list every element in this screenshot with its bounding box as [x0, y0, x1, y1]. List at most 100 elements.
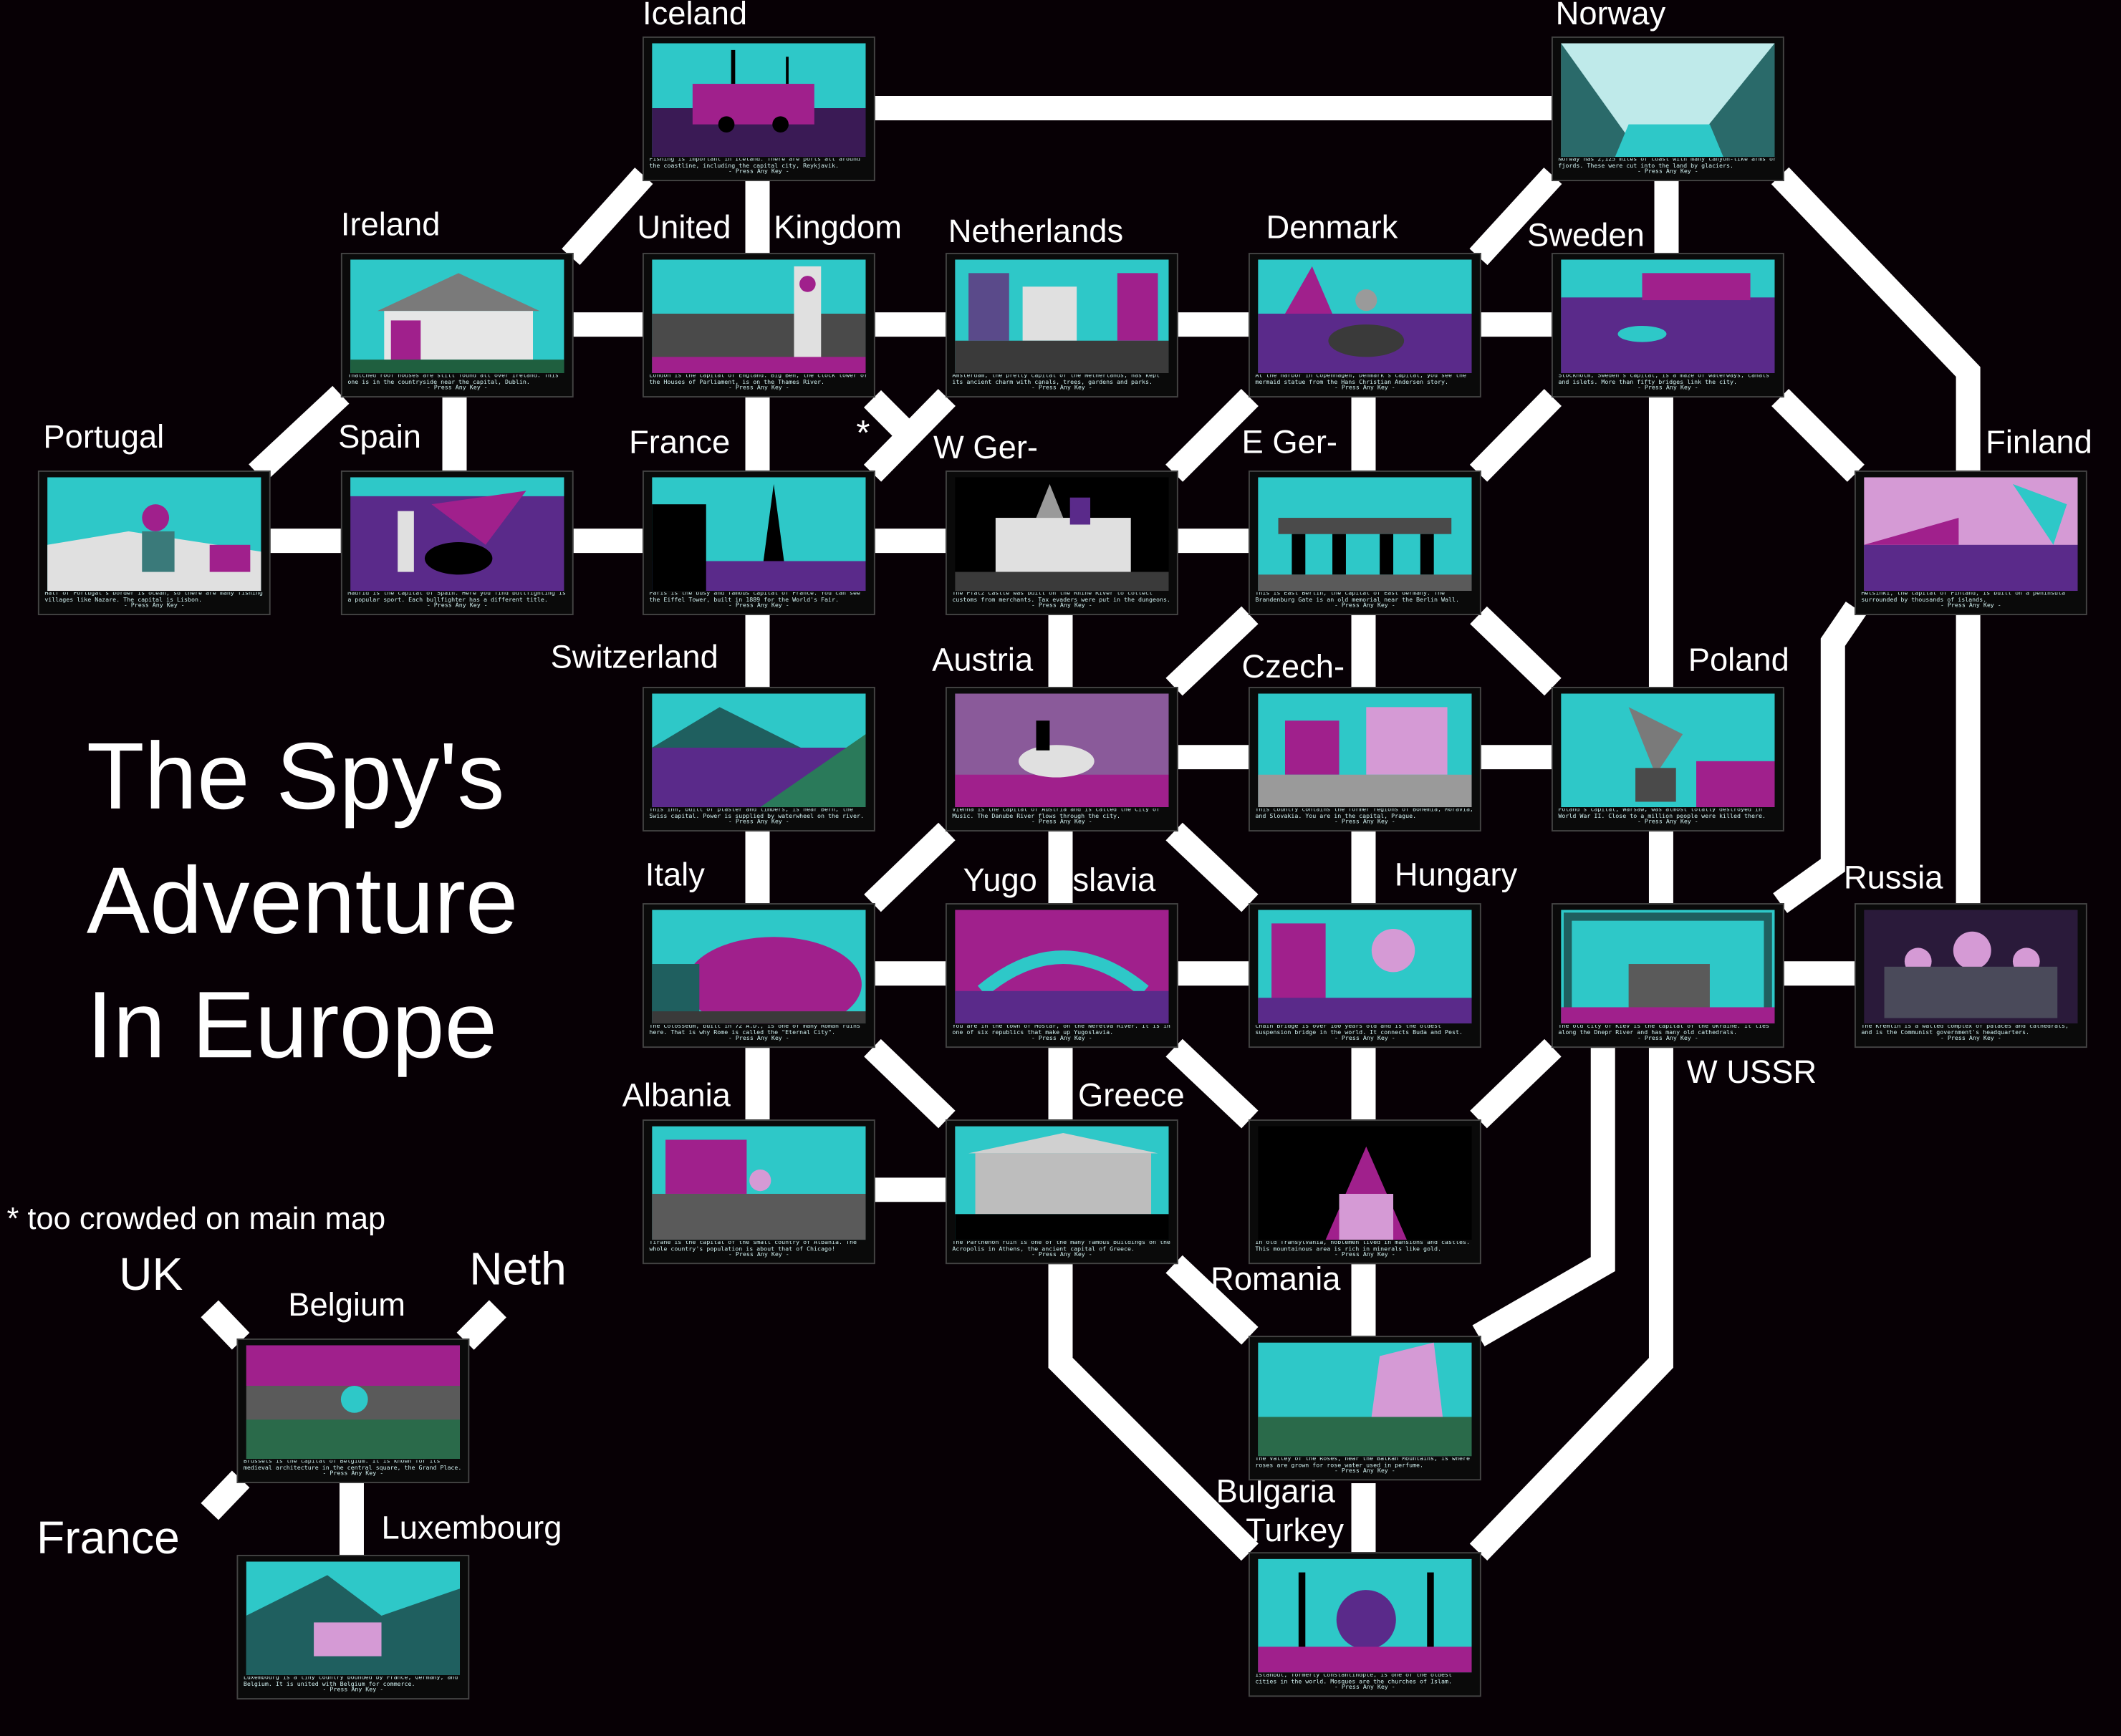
- tile-caption: You are in the town of Mostar, on the Ne…: [952, 1024, 1170, 1043]
- tile-caption: Chain Bridge is over 100 years old and i…: [1255, 1024, 1463, 1043]
- tile-italy[interactable]: The Colosseum, built in 72 A.D., is one …: [642, 903, 875, 1048]
- france-eiffel-picture: [652, 477, 866, 591]
- tile-caption: London is the capital of England. Big Be…: [649, 374, 867, 392]
- label-norway: Norway: [1555, 0, 1666, 33]
- tile-w-ussr[interactable]: The old city of Kiev is the capital of t…: [1551, 903, 1784, 1048]
- tile-caption: At the harbor in Copenhagen, Denmark's c…: [1255, 374, 1466, 392]
- portugal-fishing-picture: [47, 477, 261, 591]
- tile-greece[interactable]: The Parthenon ruin is one of the many fa…: [945, 1119, 1178, 1265]
- sweden-stockholm-picture: [1561, 259, 1775, 374]
- label-slavia: slavia: [1072, 862, 1156, 900]
- tile-caption: In old Transylvania, noblemen lived in m…: [1255, 1241, 1470, 1259]
- tile-caption: Thatched roof houses are still found all…: [347, 374, 559, 392]
- tile-luxembourg[interactable]: Luxembourg is a tiny country bounded by …: [236, 1555, 470, 1700]
- label-romania: Romania: [1211, 1261, 1341, 1298]
- label-russia: Russia: [1843, 859, 1943, 897]
- italy-colosseum-picture: [652, 910, 866, 1024]
- tile-romania[interactable]: In old Transylvania, noblemen lived in m…: [1248, 1119, 1481, 1265]
- game-title: The Spy's Adventure In Europe: [87, 714, 519, 1087]
- austria-horse-picture: [955, 693, 1169, 808]
- label-ireland: Ireland: [340, 206, 441, 243]
- tile-caption: This is East Berlin, the capital of East…: [1255, 592, 1459, 610]
- tile-poland[interactable]: Poland's capital, Warsaw, was almost tot…: [1551, 687, 1784, 832]
- tile-belgium[interactable]: Brussels is the capital of Belgium. It i…: [236, 1338, 470, 1483]
- label-portugal: Portugal: [43, 419, 165, 456]
- tile-denmark[interactable]: At the harbor in Copenhagen, Denmark's c…: [1248, 253, 1481, 398]
- label-netherlands: Netherlands: [948, 213, 1124, 251]
- tile-caption: Half of Portugal's border is ocean, so t…: [44, 592, 263, 610]
- label-denmark: Denmark: [1266, 209, 1398, 246]
- inset-label-neth: Neth: [469, 1243, 567, 1296]
- label-sweden: Sweden: [1526, 217, 1645, 254]
- tile-caption: Istanbul, formerly Constantinople, is on…: [1255, 1674, 1452, 1692]
- tile-caption: The Kremlin is a walled complex of palac…: [1861, 1024, 2069, 1043]
- tile-spain[interactable]: Madrid is the capital of Spain. Here you…: [340, 470, 574, 615]
- tile-caption: Paris is the busy and famous capital of …: [649, 592, 860, 610]
- tile-norway[interactable]: Norway has 2,125 miles of coast with man…: [1551, 36, 1784, 181]
- tile-caption: This country contains the former regions…: [1255, 808, 1473, 826]
- footnote: * too crowded on main map: [6, 1200, 386, 1236]
- tile-caption: Stockholm, Sweden's capital, is a maze o…: [1558, 374, 1769, 392]
- luxembourg-town-picture: [246, 1561, 461, 1676]
- tile-switzerland[interactable]: This inn, built of plaster and timbers, …: [642, 687, 875, 832]
- tile-france[interactable]: Paris is the busy and famous capital of …: [642, 470, 875, 615]
- tile-finland[interactable]: Helsinki, the capital of Finland, is bui…: [1854, 470, 2087, 615]
- bulgaria-roses-picture: [1258, 1342, 1472, 1457]
- tile-caption: Tirane is the capital of the small count…: [649, 1241, 857, 1259]
- tile-portugal[interactable]: Half of Portugal's border is ocean, so t…: [37, 470, 271, 615]
- tile-caption: The Valley of the Roses, near the Balkan…: [1255, 1457, 1470, 1475]
- label-albania: Albania: [622, 1077, 731, 1114]
- tile-netherlands[interactable]: Amsterdam, the pretty capital of the Net…: [945, 253, 1178, 398]
- tile-bulgaria[interactable]: The Valley of the Roses, near the Balkan…: [1248, 1336, 1481, 1481]
- label-united: United: [637, 209, 731, 246]
- tile-caption: The Parthenon ruin is one of the many fa…: [952, 1241, 1170, 1259]
- tile-caption: This inn, built of plaster and timbers, …: [649, 808, 864, 826]
- tile-albania[interactable]: Tirane is the capital of the small count…: [642, 1119, 875, 1265]
- tile-russia[interactable]: The Kremlin is a walled complex of palac…: [1854, 903, 2087, 1048]
- tile-hungary[interactable]: Chain Bridge is over 100 years old and i…: [1248, 903, 1481, 1048]
- label-hungary: Hungary: [1394, 857, 1518, 894]
- tile-ireland[interactable]: Thatched roof houses are still found all…: [340, 253, 574, 398]
- albania-tirane-picture: [652, 1126, 866, 1240]
- tile-caption: Norway has 2,125 miles of coast with man…: [1558, 158, 1776, 176]
- turkey-mosque-picture: [1258, 1558, 1472, 1673]
- wussr-kiev-picture: [1561, 910, 1775, 1024]
- uk-big-ben-picture: [652, 259, 866, 374]
- tile-united-kingdom[interactable]: London is the capital of England. Big Be…: [642, 253, 875, 398]
- tile-yugoslavia[interactable]: You are in the town of Mostar, on the Ne…: [945, 903, 1178, 1048]
- label-iceland: Iceland: [642, 0, 748, 33]
- label-luxembourg: Luxembourg: [381, 1510, 562, 1547]
- wgermany-castle-picture: [955, 477, 1169, 591]
- inset-label-france: France: [36, 1513, 180, 1565]
- russia-kremlin-picture: [1864, 910, 2078, 1024]
- label-spain: Spain: [338, 419, 422, 456]
- title-line-3: In Europe: [86, 972, 498, 1078]
- ireland-cottage-picture: [350, 259, 564, 374]
- tile-iceland[interactable]: Fishing is important in Iceland. There a…: [642, 36, 875, 181]
- hungary-chain-bridge-picture: [1258, 910, 1472, 1024]
- switzerland-inn-picture: [652, 693, 866, 808]
- tile-caption: The Pfalz Castle was built on the Rhine …: [952, 592, 1170, 610]
- netherlands-canal-picture: [955, 259, 1169, 374]
- tile-caption: Poland's capital, Warsaw, was almost tot…: [1558, 808, 1766, 826]
- tile-caption: Helsinki, the capital of Finland, is bui…: [1861, 592, 2065, 610]
- tile-turkey[interactable]: Istanbul, formerly Constantinople, is on…: [1248, 1552, 1481, 1697]
- iceland-boat-picture: [652, 43, 866, 157]
- tile-caption: The Colosseum, built in 72 A.D., is one …: [649, 1024, 860, 1043]
- yugoslavia-bridge-picture: [955, 910, 1169, 1024]
- tile-caption: Brussels is the capital of Belgium. It i…: [243, 1460, 462, 1478]
- label-kingdom: Kingdom: [774, 209, 903, 246]
- tile-austria[interactable]: Vienna is the capital of Austria and is …: [945, 687, 1178, 832]
- tile-sweden[interactable]: Stockholm, Sweden's capital, is a maze o…: [1551, 253, 1784, 398]
- czech-prague-picture: [1258, 693, 1472, 808]
- crowded-marker: *: [856, 412, 870, 453]
- tile-w-germany[interactable]: The Pfalz Castle was built on the Rhine …: [945, 470, 1178, 615]
- egermany-gate-picture: [1258, 477, 1472, 591]
- poland-monument-picture: [1561, 693, 1775, 808]
- tile-e-germany[interactable]: This is East Berlin, the capital of East…: [1248, 470, 1481, 615]
- belgium-square-picture: [246, 1345, 461, 1459]
- tile-caption: The old city of Kiev is the capital of t…: [1558, 1024, 1769, 1043]
- tile-caption: Vienna is the capital of Austria and is …: [952, 808, 1160, 826]
- tile-czechoslovakia[interactable]: This country contains the former regions…: [1248, 687, 1481, 832]
